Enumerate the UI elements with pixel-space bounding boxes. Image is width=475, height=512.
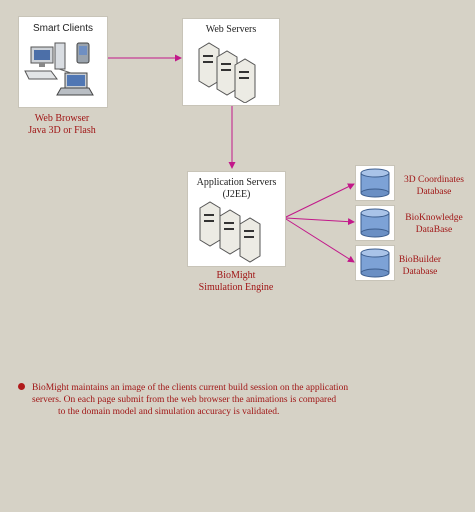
note-line2: servers. On each page submit from the we…: [32, 395, 337, 405]
db3-line1: BioBuilder: [398, 255, 442, 265]
database-3d-coordinates: [355, 165, 395, 201]
db-bioknowledge-label: BioKnowledge DataBase: [394, 212, 474, 236]
note-line3: to the domain model and simulation accur…: [58, 407, 280, 417]
caption-java3d-flash: Java 3D or Flash: [28, 125, 96, 136]
app-servers-title-line2: (J2EE): [222, 189, 251, 200]
web-servers-box: Web Servers: [182, 18, 280, 106]
appservers-to-db2-arrow: [285, 217, 355, 226]
web-servers-title: Web Servers: [205, 24, 257, 35]
appservers-to-db3-arrow: [285, 218, 355, 263]
description-note: BioMight maintains an image of the clien…: [18, 382, 418, 418]
bullet-icon: [18, 383, 25, 390]
application-server-stack-icon: [199, 201, 261, 263]
application-servers-box: Application Servers (J2EE): [187, 171, 286, 267]
caption-simulation-engine: Simulation Engine: [198, 282, 274, 293]
smart-clients-caption: Web Browser Java 3D or Flash: [10, 113, 114, 137]
db1-line1: 3D Coordinates: [404, 175, 464, 185]
db2-line2: DataBase: [415, 225, 453, 235]
caption-web-browser: Web Browser: [34, 113, 90, 124]
smart-clients-box: Smart Clients: [18, 16, 108, 108]
appservers-to-db1-arrow: [285, 183, 355, 218]
web-server-stack-icon: [198, 42, 256, 103]
note-line1: BioMight maintains an image of the clien…: [32, 383, 349, 393]
app-servers-caption: BioMight Simulation Engine: [182, 270, 290, 294]
database-biobuilder: [355, 245, 395, 281]
caption-biomight: BioMight: [216, 270, 256, 281]
client-devices-icon: [24, 42, 94, 96]
db3-line2: Database: [402, 267, 438, 277]
database-cylinder-icon: [360, 248, 390, 278]
db1-line2: Database: [416, 187, 452, 197]
app-servers-title-line1: Application Servers: [196, 177, 277, 188]
database-bioknowledge: [355, 205, 395, 241]
db-3d-coordinates-label: 3D Coordinates Database: [394, 174, 474, 198]
db2-line1: BioKnowledge: [405, 213, 463, 223]
smart-clients-title: Smart Clients: [32, 23, 93, 34]
database-cylinder-icon: [360, 168, 390, 198]
app-servers-title: Application Servers (J2EE): [188, 177, 285, 201]
database-cylinder-icon: [360, 208, 390, 238]
db-biobuilder-label: BioBuilder Database: [380, 254, 460, 278]
